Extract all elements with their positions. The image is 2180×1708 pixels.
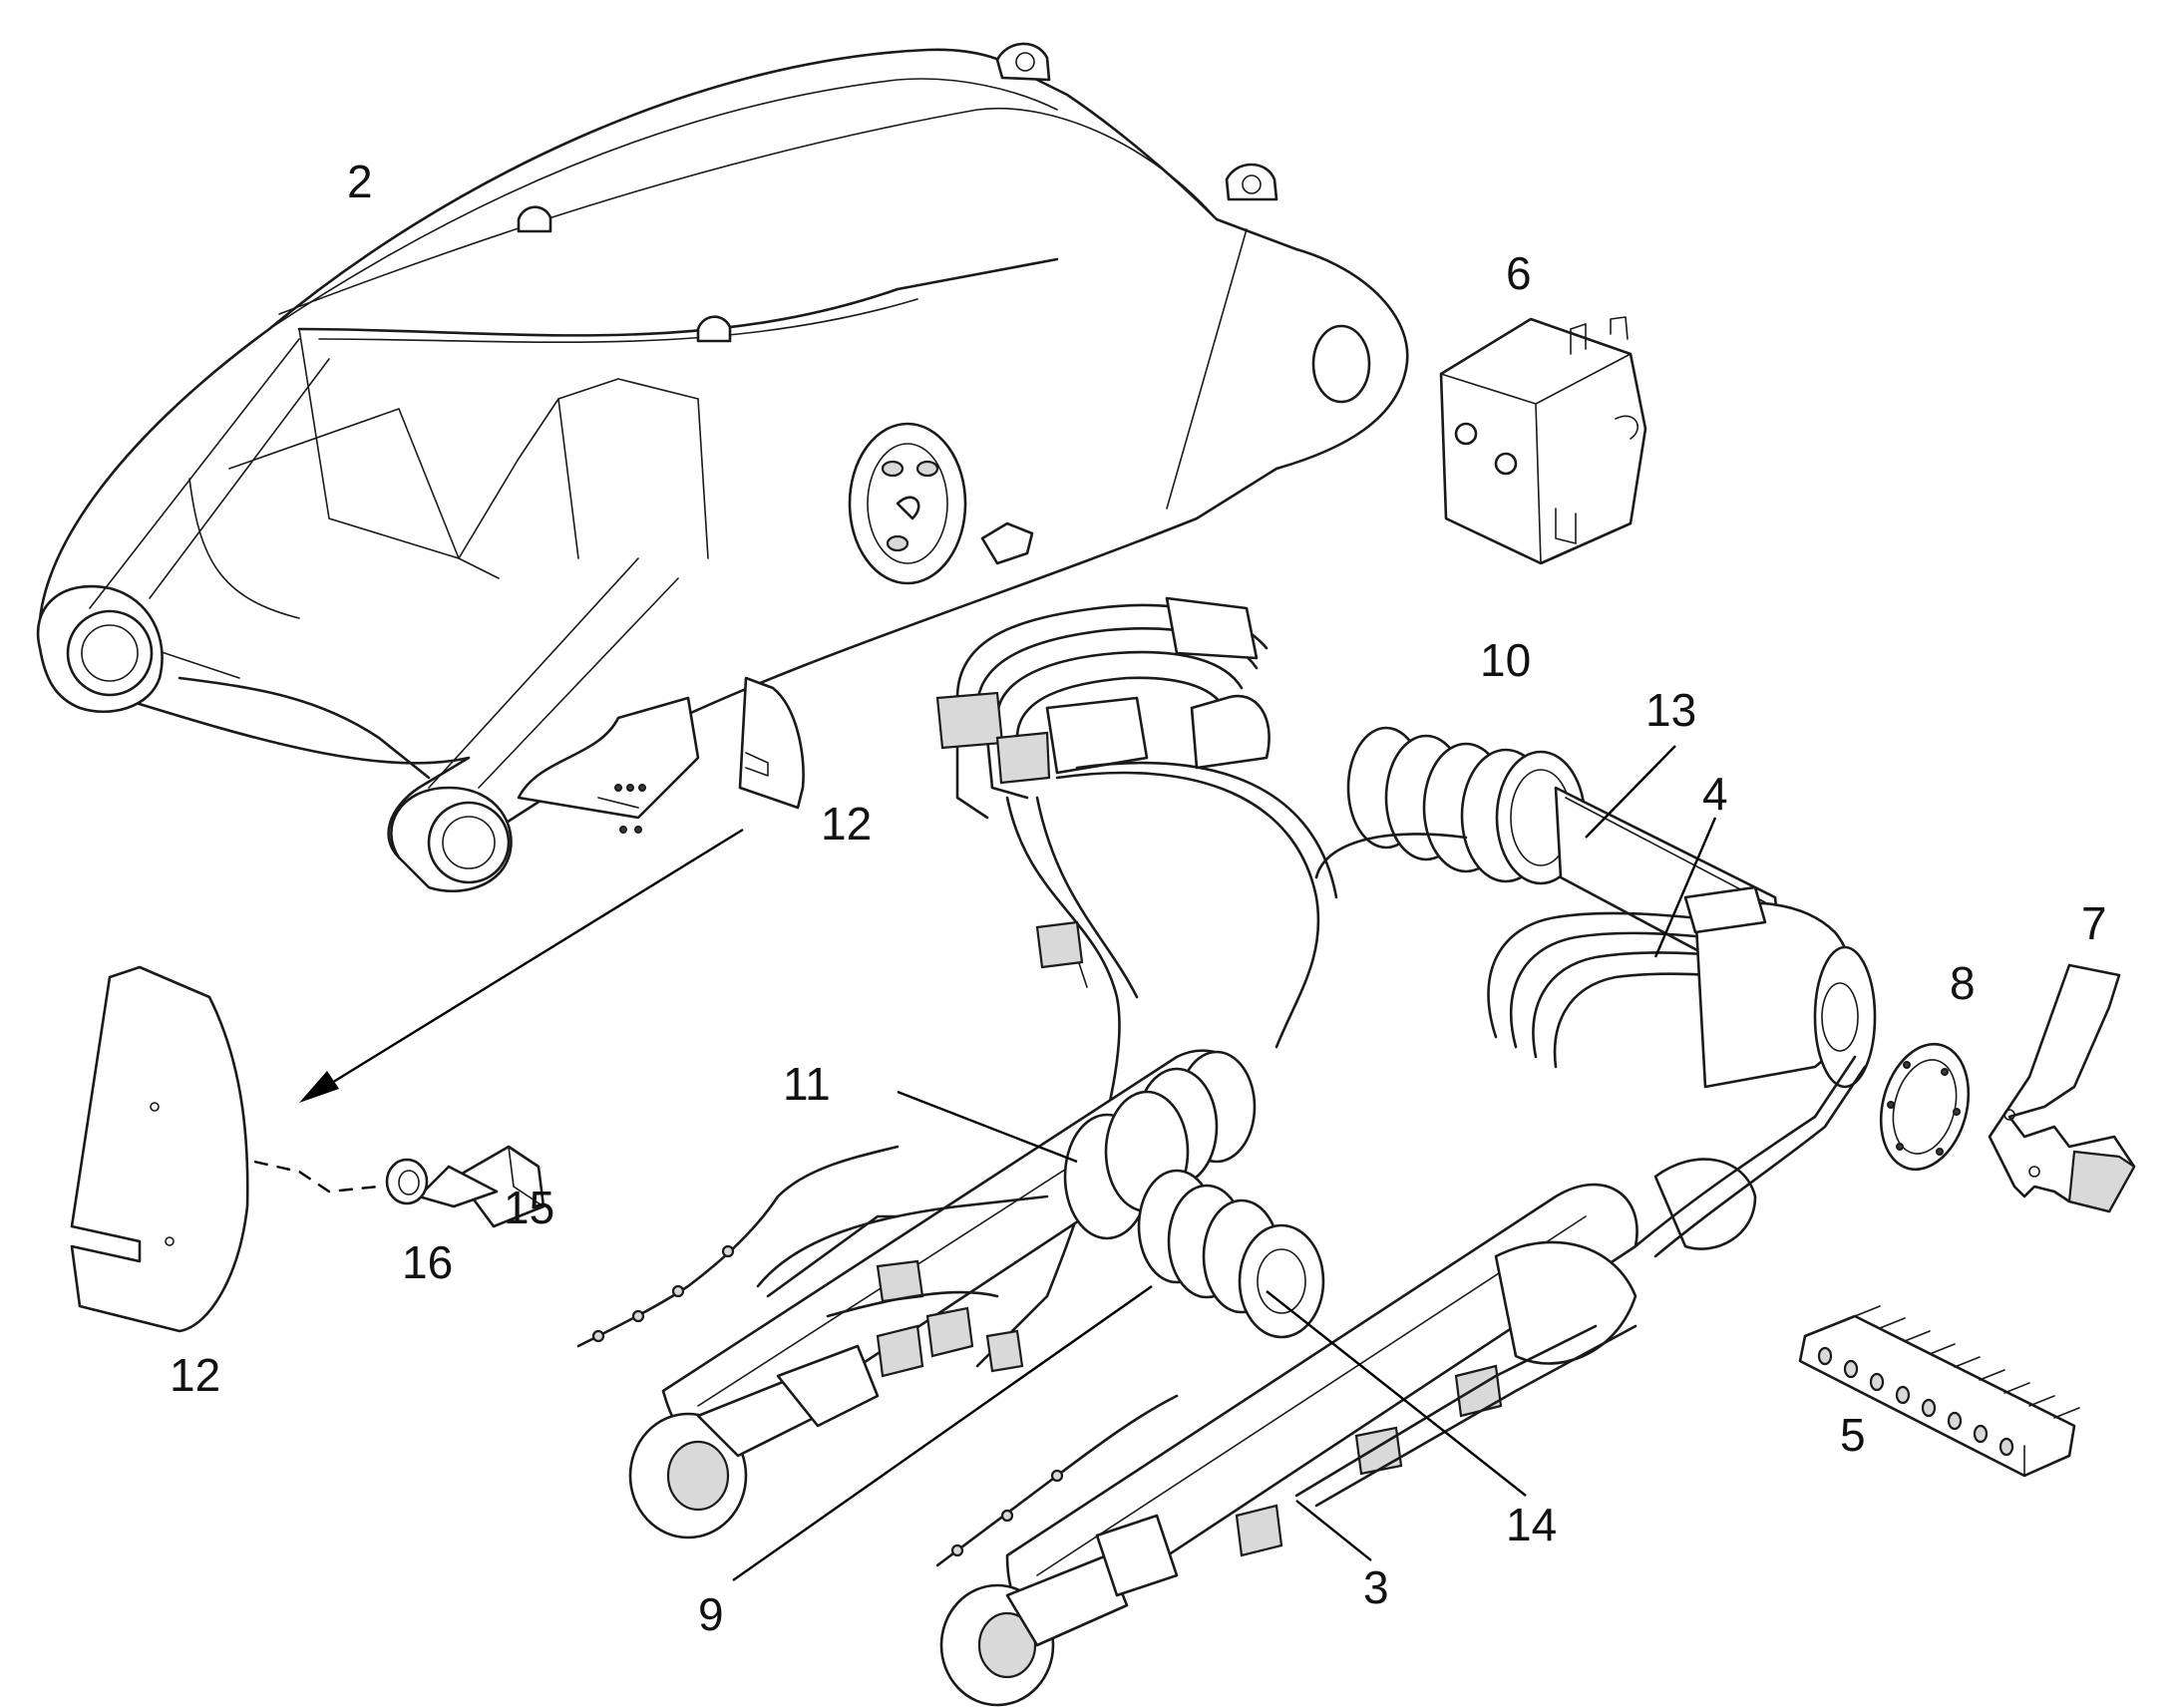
valve-block-part — [1439, 316, 1647, 565]
washer-part — [385, 1158, 429, 1205]
bracket-part — [1988, 963, 2136, 1213]
bellows-part — [1346, 726, 1587, 885]
hose-harness — [935, 596, 1468, 1368]
callout-2: 2 — [347, 156, 373, 207]
callout-4: 4 — [1702, 768, 1728, 820]
callout-12-small: 12 — [821, 798, 872, 850]
leader-lines — [253, 745, 1717, 1581]
callout-7: 7 — [2081, 897, 2107, 949]
connector-strip-part — [1798, 1305, 2080, 1478]
cover-plate-large — [70, 965, 249, 1333]
bolt-part — [417, 1145, 545, 1228]
callout-13: 13 — [1645, 684, 1696, 736]
callout-15: 15 — [504, 1182, 554, 1233]
round-cover-part — [1879, 1042, 1971, 1172]
callout-10: 10 — [1480, 634, 1531, 686]
callout-labels: 2 6 10 13 4 12 7 8 11 15 16 12 5 14 9 3 — [170, 156, 2107, 1640]
callout-3: 3 — [1363, 1561, 1389, 1613]
callout-14: 14 — [1506, 1499, 1557, 1550]
left-cylinder-assembly — [628, 1049, 1325, 1539]
callout-11: 11 — [783, 1058, 831, 1110]
sensor-wire — [576, 1145, 1179, 1567]
callout-8: 8 — [1950, 957, 1976, 1009]
callout-6: 6 — [1506, 247, 1532, 299]
right-cylinder-part — [939, 1055, 1867, 1707]
upper-hose-part — [1487, 885, 1877, 1089]
cover-plate-small — [738, 676, 805, 810]
callout-9: 9 — [698, 1588, 724, 1640]
callout-12-large: 12 — [170, 1349, 220, 1401]
callout-5: 5 — [1840, 1409, 1866, 1461]
callout-16: 16 — [402, 1236, 453, 1288]
boom-part — [36, 42, 1409, 893]
